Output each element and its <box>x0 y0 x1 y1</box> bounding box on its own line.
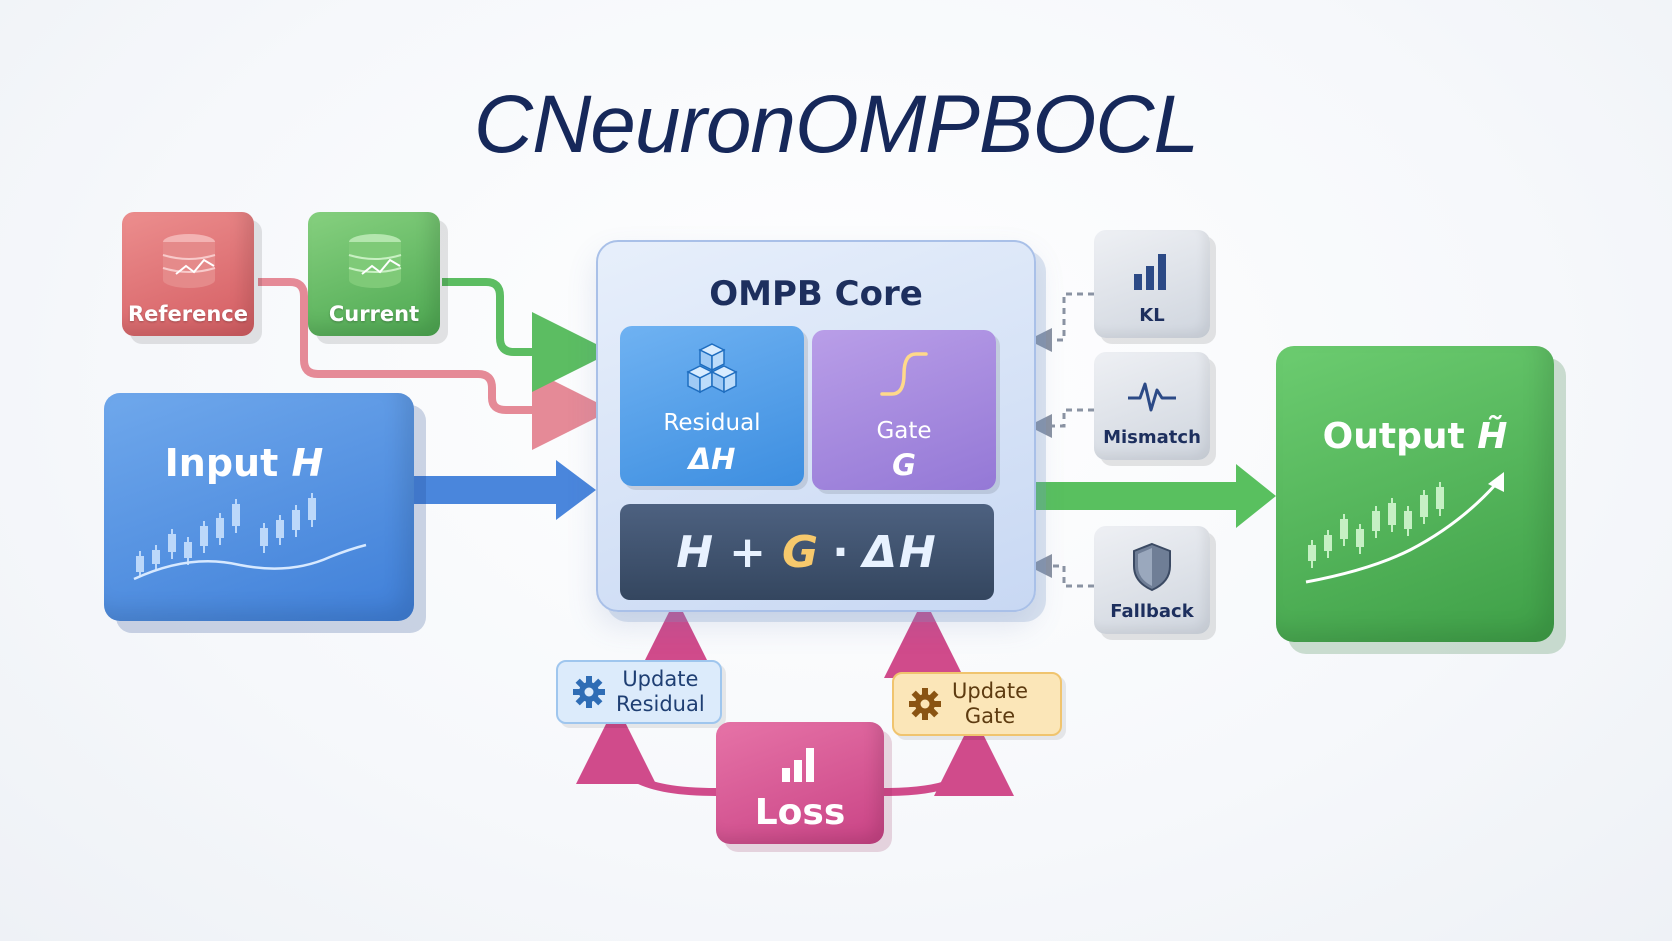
residual-symbol: ΔH <box>688 442 736 476</box>
cubes-icon <box>686 343 738 394</box>
current-block: Current <box>308 212 440 336</box>
formula-dh: ΔH <box>862 526 938 578</box>
mismatch-block: Mismatch <box>1094 352 1210 460</box>
kl-connector <box>1028 292 1094 352</box>
input-label-text: Input <box>164 441 279 485</box>
residual-label: Residual <box>663 410 761 436</box>
current-connector <box>442 278 612 392</box>
residual-block: Residual ΔH <box>620 326 804 486</box>
update-gate-line1: Update <box>952 679 1029 703</box>
output-label-text: Output <box>1322 416 1465 457</box>
reference-label: Reference <box>127 302 249 326</box>
gated-residual-formula: H + G · ΔH <box>620 504 994 600</box>
input-block: Input H <box>104 393 414 621</box>
loss-to-residual-connector <box>576 704 717 796</box>
reference-connector <box>258 278 612 450</box>
gate-block: Gate G <box>812 330 996 490</box>
loss-label: Loss <box>754 792 846 833</box>
output-block: Output H̃ <box>1276 346 1554 642</box>
core-title: OMPB Core <box>709 274 923 314</box>
mismatch-label: Mismatch <box>1103 427 1201 448</box>
current-label: Current <box>328 302 420 326</box>
database-chart-icon <box>348 234 402 288</box>
kl-block: KL <box>1094 230 1210 338</box>
loss-block: Loss <box>716 722 884 844</box>
gear-icon <box>909 688 941 720</box>
gate-symbol: G <box>892 448 916 482</box>
reference-block: Reference <box>122 212 254 336</box>
bar-chart-icon <box>1134 254 1166 290</box>
pulse-icon <box>1128 382 1176 412</box>
sigmoid-curve-icon <box>880 352 928 396</box>
input-label: Input H <box>104 441 384 485</box>
output-label: Output H̃ <box>1276 416 1554 457</box>
input-symbol: H <box>291 441 324 485</box>
fallback-connector <box>1028 554 1094 588</box>
shield-icon <box>1133 542 1171 592</box>
fallback-block: Fallback <box>1094 526 1210 634</box>
formula-g: G <box>781 526 821 578</box>
gear-icon <box>573 676 605 708</box>
update-residual-line1: Update <box>622 667 699 691</box>
bar-chart-icon <box>782 748 814 782</box>
kl-label: KL <box>1139 305 1165 326</box>
fallback-label: Fallback <box>1110 601 1194 622</box>
formula-h: H <box>676 526 716 578</box>
output-symbol: H̃ <box>1477 416 1508 457</box>
diagram-title: CNeuronOMPBOCL <box>473 79 1199 170</box>
formula-plus: + <box>729 526 768 578</box>
update-gate-label: Update Gate <box>952 679 1028 729</box>
candlestick-chart-icon <box>133 493 367 581</box>
update-residual-label: Update Residual <box>616 667 705 717</box>
update-residual-button: Update Residual <box>556 660 722 724</box>
database-chart-icon <box>162 234 216 288</box>
gate-label: Gate <box>876 418 932 444</box>
rising-candlestick-icon <box>1305 472 1504 584</box>
formula-dot: · <box>832 526 851 578</box>
loss-to-gate-connector <box>883 716 1014 796</box>
input-to-core-arrow <box>406 460 596 520</box>
update-residual-line2: Residual <box>616 692 705 716</box>
update-gate-line2: Gate <box>964 704 1016 728</box>
update-gate-button: Update Gate <box>892 672 1062 736</box>
mismatch-connector <box>1028 408 1094 438</box>
core-to-output-arrow <box>1030 464 1276 528</box>
